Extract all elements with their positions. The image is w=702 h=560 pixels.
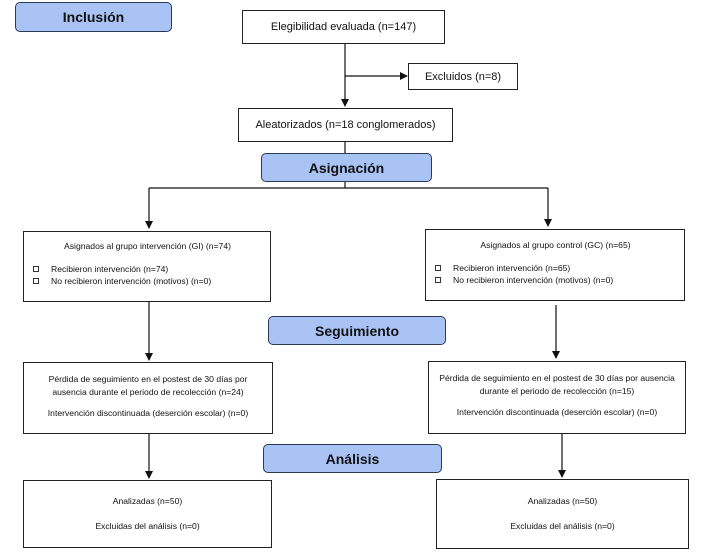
control-allocation-box: Asignados al grupo control (GC) (n=65) R… — [425, 229, 685, 301]
control-allocation-title: Asignados al grupo control (GC) (n=65) — [480, 240, 631, 250]
intervention-lost-text: Pérdida de seguimiento en el postest de … — [48, 374, 248, 397]
control-followup-box: Pérdida de seguimiento en el postest de … — [428, 361, 686, 434]
stage-analysis-label: Análisis — [325, 450, 380, 467]
control-received-text: Recibieron intervención (n=65) — [453, 262, 571, 273]
stage-followup-label: Seguimiento — [314, 322, 399, 339]
excluded-box: Excluidos (n=8) — [408, 63, 518, 90]
excluded-text: Excluidos (n=8) — [424, 70, 502, 83]
intervention-received-item: Recibieron intervención (n=74) — [29, 263, 266, 276]
stage-assignment-label: Asignación — [308, 159, 385, 176]
stage-followup: Seguimiento — [268, 316, 446, 345]
intervention-excluded-analysis-text: Excluidas del análisis (n=0) — [95, 520, 200, 531]
control-received-item: Recibieron intervención (n=65) — [431, 262, 680, 275]
control-lost-text: Pérdida de seguimiento en el postest de … — [439, 373, 675, 396]
intervention-not-received-item: No recibieron intervención (motivos) (n=… — [29, 275, 266, 288]
stage-inclusion-label: Inclusión — [62, 9, 125, 25]
control-not-received-text: No recibieron intervención (motivos) (n=… — [453, 275, 614, 285]
checkbox-icon — [435, 277, 441, 284]
stage-assignment: Asignación — [261, 153, 432, 182]
control-not-received-item: No recibieron intervención (motivos) (n=… — [431, 274, 680, 287]
stage-analysis: Análisis — [263, 444, 442, 473]
intervention-analysis-box: Analizadas (n=50) Excluidas del análisis… — [23, 480, 272, 548]
eligibility-text: Elegibilidad evaluada (n=147) — [270, 21, 417, 33]
intervention-allocation-box: Asignados al grupo intervención (GI) (n=… — [23, 231, 271, 302]
intervention-allocation-title: Asignados al grupo intervención (GI) (n=… — [64, 241, 231, 251]
control-discontinued-text: Intervención discontinuada (deserción es… — [456, 407, 658, 417]
control-analysis-box: Analizadas (n=50) Excluidas del análisis… — [436, 479, 689, 549]
stage-inclusion: Inclusión — [15, 2, 172, 32]
control-excluded-analysis-text: Excluidas del análisis (n=0) — [510, 520, 615, 531]
intervention-not-received-text: No recibieron intervención (motivos) (n=… — [51, 276, 212, 286]
intervention-analyzed-text: Analizadas (n=50) — [112, 496, 183, 506]
control-analyzed-text: Analizadas (n=50) — [527, 496, 598, 506]
checkbox-icon — [435, 264, 441, 271]
randomized-box: Aleatorizados (n=18 conglomerados) — [238, 108, 453, 142]
randomized-text: Aleatorizados (n=18 conglomerados) — [255, 119, 436, 131]
checkbox-icon — [33, 278, 39, 285]
intervention-followup-box: Pérdida de seguimiento en el postest de … — [23, 362, 273, 434]
intervention-discontinued-text: Intervención discontinuada (deserción es… — [47, 408, 249, 418]
eligibility-box: Elegibilidad evaluada (n=147) — [242, 10, 445, 44]
checkbox-icon — [33, 265, 39, 272]
intervention-received-text: Recibieron intervención (n=74) — [51, 263, 169, 274]
